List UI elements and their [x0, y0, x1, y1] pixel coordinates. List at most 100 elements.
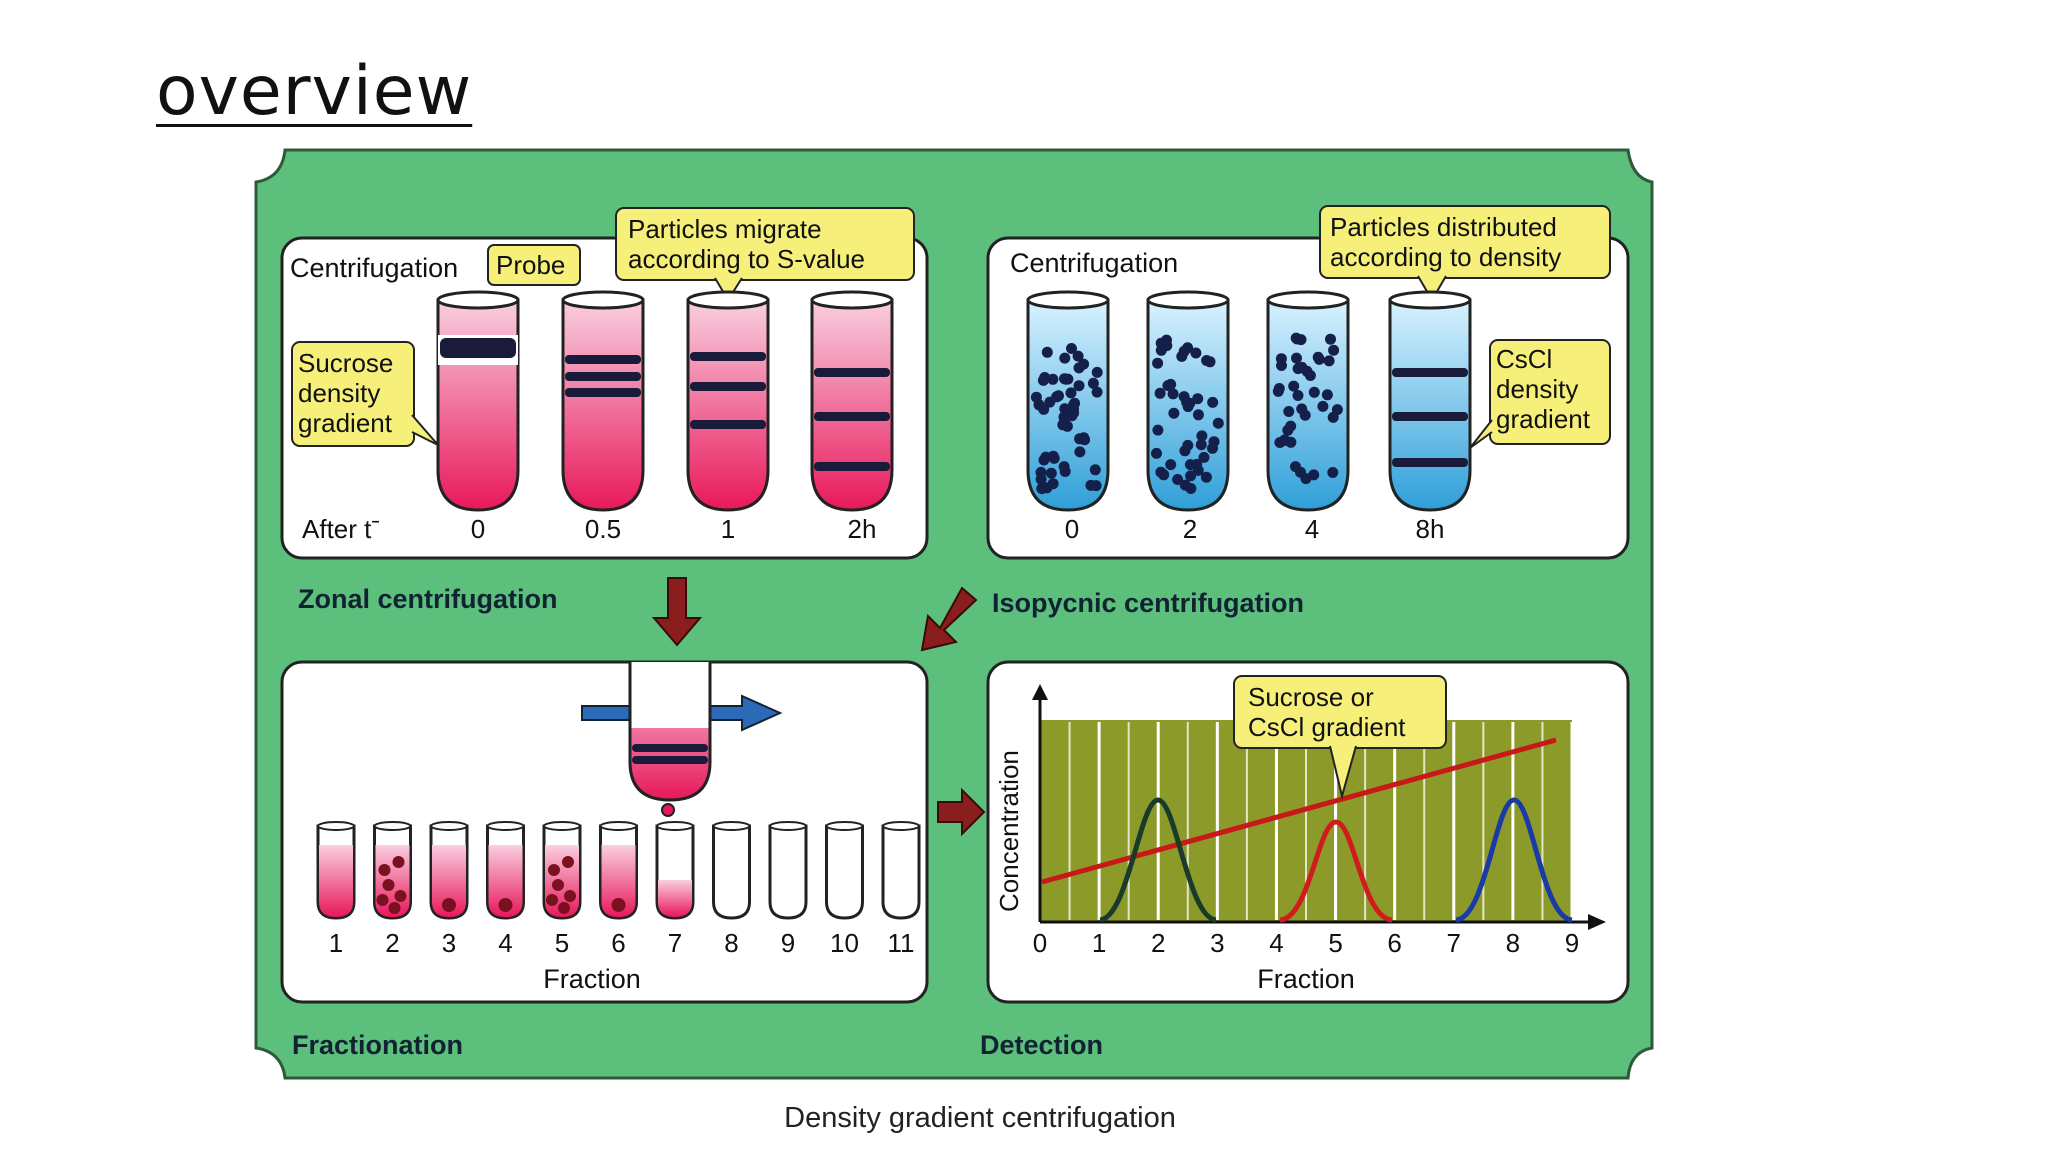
fraction-label: 1 [329, 928, 343, 958]
particle [1313, 353, 1325, 365]
particle [1152, 357, 1164, 369]
particle [1154, 387, 1166, 399]
fraction-tubes [316, 821, 921, 920]
sucrose-label-line2: density [298, 378, 380, 408]
detection-tick-label: 0 [1033, 928, 1047, 958]
particle [1058, 411, 1070, 423]
zonal-time-0: 0 [471, 514, 485, 544]
particle [1089, 464, 1101, 476]
isopycnic-particles [1030, 332, 1343, 495]
fraction-tube-2 [373, 821, 412, 920]
isopycnic-heading: Centrifugation [1010, 248, 1178, 278]
slide-title: overview [156, 52, 473, 131]
particle [1195, 439, 1207, 451]
fraction-tube-1 [316, 821, 356, 920]
particle [1068, 407, 1080, 419]
cscl-gradient-callout [1489, 339, 1611, 445]
particle [1059, 403, 1071, 415]
down-arrow-icon [651, 577, 703, 647]
fraction-particle [376, 894, 389, 906]
probe-label: Probe [496, 250, 565, 280]
migrate-label-line1: Particles migrate [628, 214, 822, 244]
particle [1190, 347, 1202, 359]
particle [1167, 388, 1179, 400]
y-axis-arrow-icon [1032, 684, 1048, 700]
fraction-label: 9 [781, 928, 795, 958]
fraction-particle [611, 898, 626, 912]
particle [1158, 469, 1170, 481]
particle [1152, 424, 1164, 436]
particle [1299, 409, 1311, 421]
particle [1327, 411, 1339, 423]
particle [1045, 467, 1057, 479]
particle [1295, 466, 1306, 478]
detection-tick-label: 6 [1387, 928, 1401, 958]
isopycnic-time-0: 0 [1065, 514, 1079, 544]
fraction-tube-8 [712, 821, 751, 920]
particle [1087, 377, 1099, 389]
particle [1323, 355, 1335, 367]
isopycnic-time-3: 8h [1416, 514, 1445, 544]
isopycnic-tube-8h [1388, 290, 1472, 512]
isopycnic-tube-4 [1266, 290, 1350, 512]
fraction-label: 8 [724, 928, 738, 958]
particle [1185, 483, 1197, 494]
particle [1039, 372, 1051, 383]
particle [1168, 407, 1180, 419]
probe-callout [487, 244, 581, 286]
detection-ylabel: Concentration [994, 750, 1024, 912]
zonal-time-1: 0.5 [585, 514, 621, 544]
particle [1065, 387, 1077, 399]
distributed-callout [1319, 205, 1611, 279]
particle [1047, 478, 1059, 490]
detection-tick-label: 4 [1269, 928, 1283, 958]
particle [1285, 420, 1297, 432]
fraction-particle [558, 902, 570, 914]
detection-section-label: Detection [980, 1030, 1103, 1060]
diagonal-arrow-icon [920, 586, 978, 652]
zonal-time-2: 1 [721, 514, 735, 544]
fraction-particle [564, 890, 576, 902]
particle [1178, 345, 1190, 357]
particle [1207, 396, 1219, 408]
x-axis-arrow-icon [1588, 914, 1606, 930]
particle [1059, 466, 1071, 477]
particle [1317, 400, 1329, 412]
particle [1185, 470, 1197, 482]
distributed-label-line1: Particles distributed [1330, 212, 1557, 242]
particle [1047, 373, 1059, 385]
particle [1192, 393, 1204, 405]
zonal-section-label: Zonal centrifugation [298, 584, 558, 614]
particle [1041, 346, 1053, 358]
zonal-tube-0.5 [561, 290, 645, 512]
particle [1030, 391, 1042, 403]
cscl-label-line3: gradient [1496, 404, 1591, 434]
fraction-particle [392, 856, 405, 868]
fraction-tube-4 [486, 821, 525, 920]
fraction-tube-7 [655, 821, 695, 920]
zonal-time-3: 2h [848, 514, 877, 544]
particle [1201, 355, 1213, 366]
migrate-label-line2: according to S-value [628, 244, 865, 274]
fractionation-axis-label: Fraction [543, 964, 641, 994]
particle [1292, 390, 1304, 401]
distributed-label-line2: according to density [1330, 242, 1561, 272]
particle [1151, 447, 1162, 459]
particle [1295, 334, 1307, 346]
particle [1288, 380, 1300, 392]
fraction-label: 11 [888, 928, 915, 958]
sucrose-callout-pointer [411, 414, 439, 446]
particle [1279, 434, 1291, 446]
particle [1072, 350, 1084, 362]
peak-red [1279, 819, 1393, 923]
particle [1073, 380, 1085, 392]
fraction-tube-11 [881, 821, 921, 920]
detection-tick-label: 7 [1447, 928, 1461, 958]
fraction-label: 6 [611, 928, 625, 958]
fraction-particle [548, 864, 560, 876]
zonal-time-prefix: After tˉ [302, 514, 380, 544]
particle [1085, 479, 1097, 491]
particle [1198, 451, 1210, 463]
